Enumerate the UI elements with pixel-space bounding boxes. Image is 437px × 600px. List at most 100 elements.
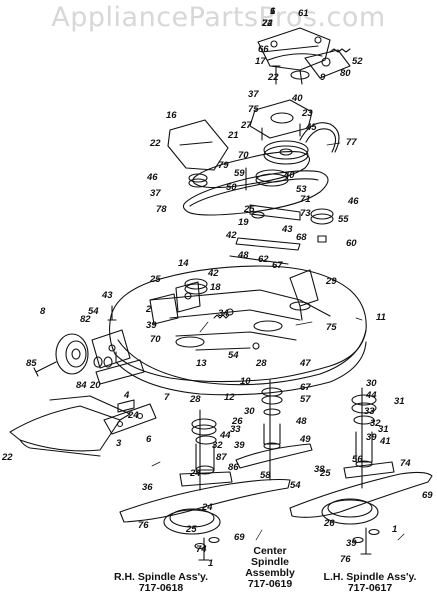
callout-38: 38 xyxy=(314,464,325,475)
bracket-plate-23 xyxy=(249,99,313,141)
callout-40: 40 xyxy=(283,170,295,181)
callout-47: 47 xyxy=(299,358,311,369)
callout-69: 69 xyxy=(234,532,245,543)
callout-22: 22 xyxy=(1,452,13,463)
callout-44: 44 xyxy=(219,430,231,441)
callout-46: 46 xyxy=(146,172,158,183)
callout-36: 36 xyxy=(142,482,153,493)
callout-22: 22 xyxy=(267,72,279,83)
callout-74: 74 xyxy=(400,458,411,469)
bolt-84 xyxy=(33,361,57,377)
callout-10: 10 xyxy=(240,376,251,387)
lh-caption-line1: L.H. Spindle Ass'y. xyxy=(323,571,417,583)
rh-blade-adapter-1 xyxy=(163,508,221,535)
nut-43 xyxy=(317,235,327,243)
callout-62: 62 xyxy=(258,254,269,265)
callout-84: 84 xyxy=(76,380,87,391)
callout-24: 24 xyxy=(189,468,201,479)
callout-21: 21 xyxy=(227,130,239,141)
callout-7: 7 xyxy=(164,392,170,403)
hanger-bracket-34 xyxy=(289,269,319,321)
callout-45: 45 xyxy=(305,122,317,133)
callout-16: 16 xyxy=(166,110,177,121)
idler-pulley-left xyxy=(188,173,208,188)
callout-85: 85 xyxy=(26,358,37,369)
gauge-wheel-82 xyxy=(55,333,89,375)
callout-44: 44 xyxy=(365,390,377,401)
callout-33: 33 xyxy=(230,424,241,435)
callout-72: 72 xyxy=(262,18,273,29)
callout-25: 25 xyxy=(243,204,255,215)
callout-68: 68 xyxy=(296,232,307,243)
callout-37: 37 xyxy=(150,188,161,199)
bolt-22-top xyxy=(271,65,281,85)
callout-39: 39 xyxy=(234,440,245,451)
callout-32: 32 xyxy=(370,418,381,429)
wheel-bracket-2 xyxy=(91,329,131,369)
belt-79 xyxy=(192,151,311,189)
callout-30: 30 xyxy=(366,378,377,389)
pulley-42-left xyxy=(184,278,208,295)
lh-washer-69-25 xyxy=(352,528,380,544)
callout-25: 25 xyxy=(319,468,331,479)
rod-14 xyxy=(229,255,289,265)
callout-53: 53 xyxy=(296,184,307,195)
watermark: AppliancePartsPros.com xyxy=(51,2,386,33)
callout-23: 23 xyxy=(301,108,313,119)
callout-75: 75 xyxy=(248,104,259,115)
idler-bracket-80 xyxy=(304,49,351,79)
pulley-53 xyxy=(255,169,289,187)
center-spindle-assembly xyxy=(261,379,283,481)
callout-70: 70 xyxy=(150,334,161,345)
callout-32: 32 xyxy=(212,440,223,451)
callout-26: 26 xyxy=(323,518,335,529)
callout-59: 59 xyxy=(234,168,245,179)
callout-30: 30 xyxy=(244,406,255,417)
deflector-75 xyxy=(95,359,145,385)
callout-69: 69 xyxy=(422,490,433,501)
callout-73: 73 xyxy=(300,208,311,219)
callout-25: 25 xyxy=(149,274,161,285)
belt-46-lower xyxy=(182,170,329,216)
link-68 xyxy=(235,237,301,251)
callout-71: 71 xyxy=(300,194,311,205)
lh-blade-74 xyxy=(289,471,433,518)
callout-58: 58 xyxy=(260,470,271,481)
callout-75: 75 xyxy=(326,322,337,333)
callout-48: 48 xyxy=(237,250,249,261)
callout-3: 3 xyxy=(116,438,122,449)
callout-66: 66 xyxy=(258,44,269,55)
lh-spindle-assembly xyxy=(343,387,395,489)
callout-43: 43 xyxy=(101,290,113,301)
callout-82: 82 xyxy=(80,314,91,325)
rh-bolt-24 xyxy=(198,537,210,561)
callout-37: 37 xyxy=(248,89,259,100)
idler-arm-55 xyxy=(249,204,301,221)
spring-8 xyxy=(107,305,117,321)
callout-79: 79 xyxy=(218,160,229,171)
lh-spindle-caption: L.H. Spindle Ass'y. 717-0617 xyxy=(308,572,432,594)
callout-25: 25 xyxy=(185,524,197,535)
mower-deck-13 xyxy=(109,265,367,396)
callout-55: 55 xyxy=(338,214,349,225)
center-caption-line2: Spindle xyxy=(251,556,289,568)
callout-76: 76 xyxy=(340,554,351,565)
lh-caption-line2: 717-0617 xyxy=(347,582,393,594)
center-blade-58 xyxy=(235,443,313,469)
callout-20: 20 xyxy=(89,380,101,391)
callout-54: 54 xyxy=(290,480,301,491)
callout-6: 6 xyxy=(270,6,276,17)
callout-39: 39 xyxy=(346,538,357,549)
spring-85 xyxy=(213,314,230,319)
chute-bracket-3 xyxy=(103,403,157,435)
lh-bolt-24 xyxy=(360,527,372,555)
spacer-20-70 xyxy=(93,356,113,368)
callout-40: 40 xyxy=(291,93,303,104)
spring-52 xyxy=(329,48,351,53)
callout-61: 61 xyxy=(298,8,309,19)
callout-34: 34 xyxy=(218,308,229,319)
callout-48: 48 xyxy=(295,416,307,427)
callout-80: 80 xyxy=(340,68,351,79)
rh-caption-line1: R.H. Spindle Ass'y. xyxy=(113,571,209,583)
callout-31: 31 xyxy=(394,396,405,407)
